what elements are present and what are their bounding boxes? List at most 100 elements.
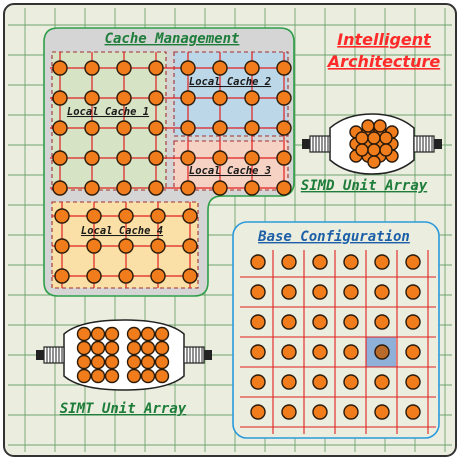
unit-node <box>148 60 164 76</box>
unit-node <box>379 131 393 145</box>
unit-node <box>250 344 266 360</box>
unit-node <box>250 284 266 300</box>
unit-node <box>104 354 120 370</box>
connector-cap <box>302 139 310 149</box>
unit-node <box>84 120 100 136</box>
simd-label: SIMD Unit Array <box>301 178 428 194</box>
unit-node <box>276 60 292 76</box>
title-line-1: Intelligent <box>337 30 432 49</box>
unit-node <box>276 150 292 166</box>
unit-node <box>343 314 359 330</box>
local-cache-1-region <box>51 51 167 191</box>
unit-node <box>276 90 292 106</box>
base-configuration-label: Base Configuration <box>257 229 410 245</box>
unit-node <box>250 254 266 270</box>
highlighted-unit-node <box>374 344 390 360</box>
unit-node <box>276 120 292 136</box>
unit-node <box>405 314 421 330</box>
unit-node <box>52 60 68 76</box>
unit-node <box>374 284 390 300</box>
unit-node <box>118 268 134 284</box>
unit-node <box>212 120 228 136</box>
unit-node <box>212 90 228 106</box>
unit-node <box>52 120 68 136</box>
unit-node <box>276 180 292 196</box>
unit-node <box>405 404 421 420</box>
connector-cap <box>36 350 44 360</box>
unit-node <box>126 368 142 384</box>
unit-node <box>90 340 106 356</box>
unit-node <box>379 143 393 157</box>
unit-node <box>126 354 142 370</box>
unit-node <box>54 238 70 254</box>
unit-node <box>343 254 359 270</box>
unit-node <box>250 314 266 330</box>
unit-node <box>244 150 260 166</box>
cache-management-label: Cache Management <box>105 31 240 47</box>
unit-node <box>374 314 390 330</box>
unit-node <box>180 180 196 196</box>
base-grid <box>240 250 436 434</box>
unit-node <box>281 284 297 300</box>
unit-node <box>312 254 328 270</box>
base-configuration-panel <box>232 221 440 439</box>
local-cache-1-label: Local Cache 1 <box>67 106 149 118</box>
unit-node <box>150 268 166 284</box>
unit-node <box>405 254 421 270</box>
unit-node <box>140 326 156 342</box>
unit-node <box>312 404 328 420</box>
unit-node <box>84 90 100 106</box>
unit-node <box>90 354 106 370</box>
cache-nodes <box>52 60 292 284</box>
unit-node <box>180 120 196 136</box>
unit-node <box>52 90 68 106</box>
unit-node <box>343 284 359 300</box>
title-line-2: Architecture <box>326 52 441 71</box>
unit-node <box>90 368 106 384</box>
unit-node <box>244 60 260 76</box>
unit-node <box>116 150 132 166</box>
unit-node <box>118 238 134 254</box>
unit-node <box>140 368 156 384</box>
simd-unit-array <box>302 113 442 175</box>
package-connector <box>36 346 65 364</box>
unit-node <box>126 340 142 356</box>
package-connector <box>413 135 442 153</box>
unit-node <box>52 180 68 196</box>
unit-node <box>84 60 100 76</box>
unit-node <box>281 404 297 420</box>
unit-node <box>312 284 328 300</box>
unit-node <box>148 150 164 166</box>
unit-node <box>281 254 297 270</box>
unit-node <box>405 374 421 390</box>
unit-node <box>148 180 164 196</box>
unit-node <box>116 120 132 136</box>
unit-node <box>140 354 156 370</box>
unit-node <box>116 90 132 106</box>
unit-node <box>76 326 92 342</box>
unit-node <box>281 314 297 330</box>
unit-node <box>405 284 421 300</box>
unit-node <box>180 150 196 166</box>
unit-node <box>343 344 359 360</box>
unit-node <box>250 374 266 390</box>
local-cache-3-label: Local Cache 3 <box>189 165 271 177</box>
unit-node <box>312 314 328 330</box>
unit-node <box>355 143 369 157</box>
unit-node <box>84 180 100 196</box>
unit-node <box>76 354 92 370</box>
unit-node <box>405 344 421 360</box>
unit-node <box>118 208 134 224</box>
unit-node <box>148 90 164 106</box>
unit-node <box>367 143 381 157</box>
unit-node <box>150 208 166 224</box>
unit-node <box>244 180 260 196</box>
connector-cap <box>204 350 212 360</box>
unit-node <box>76 340 92 356</box>
unit-node <box>312 374 328 390</box>
package-connector <box>183 346 212 364</box>
unit-node <box>180 90 196 106</box>
unit-node <box>373 119 387 133</box>
unit-node <box>182 238 198 254</box>
unit-node <box>154 368 170 384</box>
